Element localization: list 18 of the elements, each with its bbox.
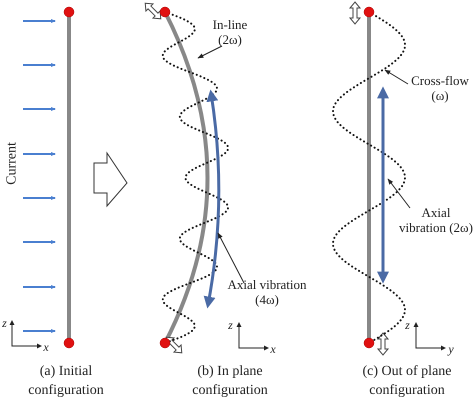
leader-line [197,46,222,58]
callout-label: In-line (2ω) [200,17,260,47]
axis-label: z [404,318,411,333]
callout-label: Cross-flow (ω) [406,73,474,103]
callout-label: Axial vibration (2ω) [398,205,474,235]
axis-label: x [42,340,50,355]
leader-line [218,232,244,284]
axis-label: z [227,318,234,333]
leader-line [384,70,408,84]
callout-label: Axial vibration (4ω) [222,277,312,307]
axis-title: Current [4,141,20,187]
axis-label: z [1,316,8,331]
axis-label: x [269,342,277,357]
panel-caption: (b) In plane configuration [191,363,269,400]
panel-caption: (c) Out of plane configuration [361,363,453,400]
panel-caption: (a) Initial configuration [27,363,105,400]
axis-label: y [446,342,455,357]
leader-line [388,178,410,208]
